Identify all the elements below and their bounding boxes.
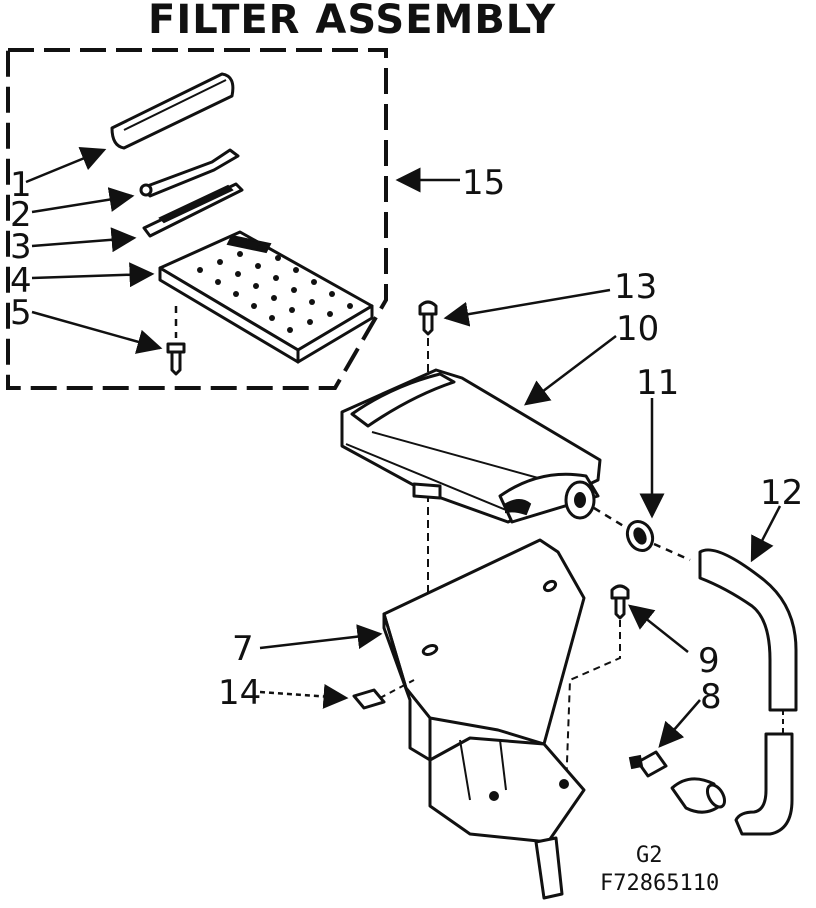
- part-14-nut: [352, 679, 415, 710]
- callout-5: 5: [10, 293, 32, 333]
- part-7-bracket: [382, 538, 586, 900]
- figure-code: G2: [636, 843, 663, 868]
- callout-7: 7: [232, 629, 254, 669]
- diagram-title: FILTER ASSEMBLY: [148, 0, 556, 43]
- part-3-rail: [142, 182, 244, 238]
- part-4-filter-screen: [158, 230, 374, 364]
- part-5-screw: [166, 306, 186, 376]
- callout-leaders: [25, 146, 782, 748]
- part-8-clamp-and-connector: [628, 750, 727, 814]
- callout-11: 11: [636, 363, 679, 403]
- callout-14: 14: [218, 673, 261, 713]
- callout-12: 12: [760, 473, 803, 513]
- callout-1: 1: [10, 165, 32, 205]
- callout-9: 9: [698, 641, 720, 681]
- callout-3: 3: [10, 227, 32, 267]
- callout-10: 10: [616, 309, 659, 349]
- part-number: F72865110: [600, 871, 719, 896]
- callout-8: 8: [700, 677, 722, 717]
- callout-13: 13: [614, 267, 657, 307]
- part-1-filter-cover: [110, 72, 235, 150]
- part-9-screw: [565, 584, 630, 791]
- callout-15: 15: [462, 163, 505, 203]
- callout-4: 4: [10, 261, 32, 301]
- part-10-filter-housing: [340, 368, 631, 532]
- part-11-clamp: [625, 519, 691, 562]
- callout-2: 2: [10, 195, 32, 235]
- part-2-clip: [139, 148, 240, 198]
- part-12-hose: [698, 548, 798, 836]
